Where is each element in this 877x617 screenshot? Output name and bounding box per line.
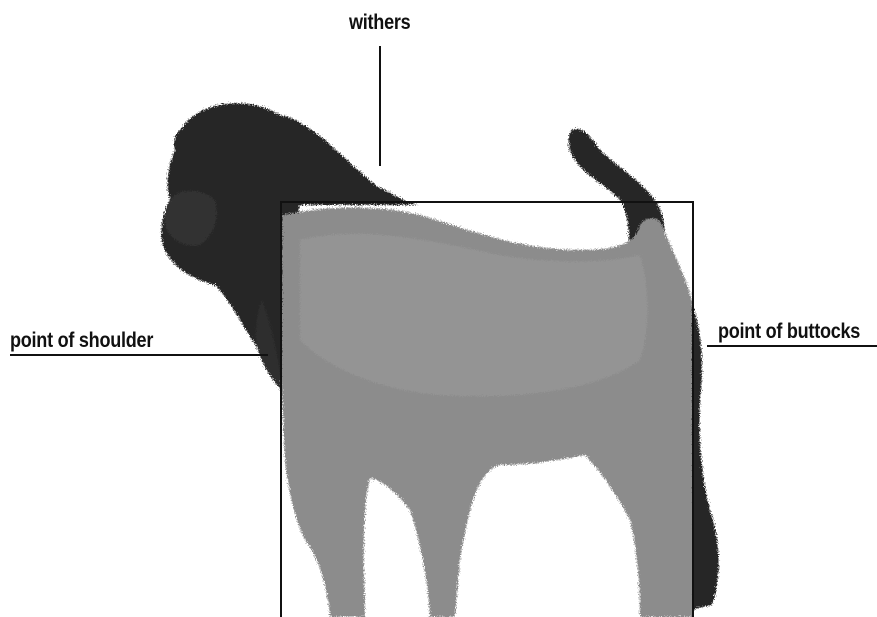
point-of-buttocks-label: point of buttocks <box>718 321 860 342</box>
point-of-shoulder-label: point of shoulder <box>10 330 153 351</box>
withers-label: withers <box>349 12 410 33</box>
